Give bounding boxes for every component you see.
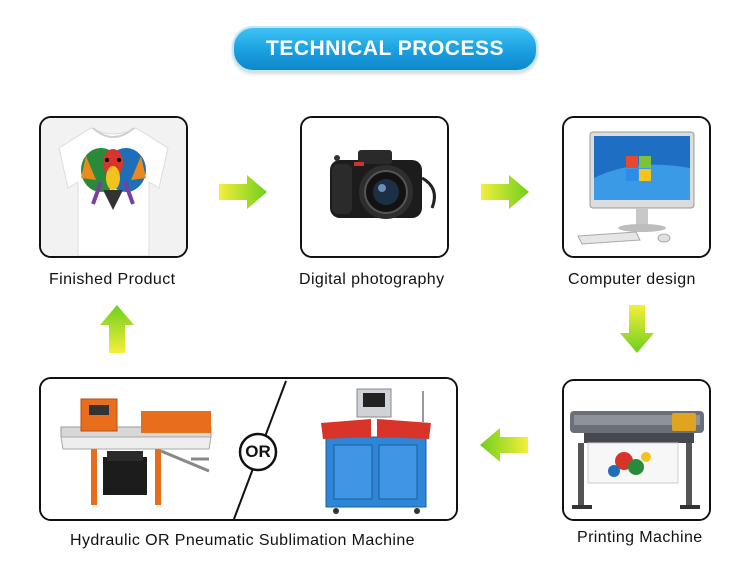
camera-image — [302, 118, 447, 256]
label-printing-machine: Printing Machine — [577, 529, 703, 546]
digital-photography-box — [300, 116, 449, 258]
title-banner: TECHNICAL PROCESS — [232, 26, 538, 72]
page-title: TECHNICAL PROCESS — [266, 37, 504, 60]
green-arrow-right-icon — [481, 175, 529, 209]
label-finished-product: Finished Product — [49, 271, 176, 288]
pneumatic-press-illustration — [321, 388, 431, 514]
green-arrow-left-icon — [480, 428, 528, 462]
sublimation-machines-image — [41, 379, 456, 519]
tshirt-image — [41, 118, 186, 256]
computer-design-box — [562, 116, 711, 258]
label-computer-design: Computer design — [568, 271, 696, 288]
computer-image — [564, 118, 709, 256]
green-arrow-down-icon — [620, 305, 654, 353]
printing-machine-box — [562, 379, 711, 521]
printer-image — [564, 381, 709, 519]
label-sublimation-machine: Hydraulic OR Pneumatic Sublimation Machi… — [70, 532, 415, 549]
sublimation-machine-box: OR — [39, 377, 458, 521]
hydraulic-press-illustration — [60, 398, 212, 505]
green-arrow-up-icon — [100, 305, 134, 353]
or-badge: OR — [245, 442, 271, 461]
finished-product-box — [39, 116, 188, 258]
label-digital-photography: Digital photography — [299, 271, 445, 288]
green-arrow-right-icon — [219, 175, 267, 209]
